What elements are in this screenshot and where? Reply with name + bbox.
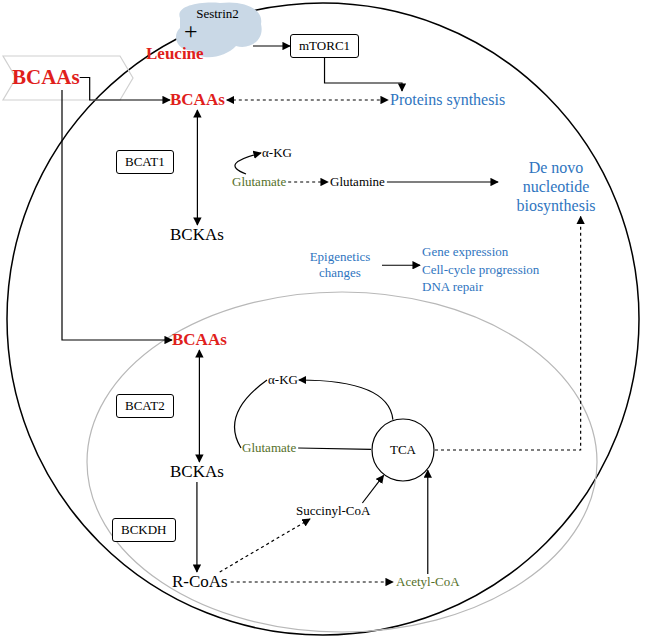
metabolite: α-KG <box>268 372 298 388</box>
metabolite: Acetyl-CoA <box>396 574 460 590</box>
process-label: Proteins synthesis <box>390 91 505 109</box>
node-text: α-KG <box>262 145 292 161</box>
enzyme-box: BCAT2 <box>116 394 174 418</box>
node-text: Glutamate <box>232 174 286 190</box>
node-text: BCAAs <box>12 65 80 90</box>
node-text: Cell-cycle progression <box>422 261 539 279</box>
node-text: Glutamine <box>330 174 385 190</box>
arrow <box>235 153 261 174</box>
metabolite: BCKAs <box>170 225 224 245</box>
mito-bcaas: BCAAs <box>172 330 227 350</box>
metabolite: R-CoAs <box>172 572 228 592</box>
tca-cycle: TCA <box>371 418 435 482</box>
enzyme-box: mTORC1 <box>290 34 359 58</box>
cytosol-bcaas: BCAAs <box>170 90 225 110</box>
node-text: Epigenetics changes <box>300 249 380 282</box>
node-text: BCKAs <box>170 462 224 482</box>
metabolite: α-KG <box>262 145 292 161</box>
node-text: TCA <box>390 442 416 458</box>
dashed-arrow <box>220 519 310 572</box>
binding-symbol: + <box>184 18 198 45</box>
arrow <box>235 380 267 448</box>
arrow <box>427 470 428 574</box>
arrow <box>62 90 172 340</box>
arrow <box>362 475 383 503</box>
arrow <box>253 45 290 46</box>
node-text: α-KG <box>268 372 298 388</box>
node-text: DNA repair <box>422 278 539 296</box>
metabolite: Glutamine <box>330 174 385 190</box>
mitochondrion-outline <box>87 292 597 632</box>
node-text: BCAT1 <box>125 154 165 170</box>
node-text: BCKAs <box>170 225 224 245</box>
node-text: BCAAs <box>170 90 225 110</box>
arrow <box>387 181 498 182</box>
arrow <box>298 448 371 449</box>
process-label: Epigenetics changes <box>300 249 380 282</box>
node-text: De novo nucleotide biosynthesis <box>500 158 612 216</box>
dashed-arrow <box>227 99 388 100</box>
arrow <box>196 482 197 572</box>
node-text: Glutamate <box>242 440 296 456</box>
enzyme-box: BCKDH <box>112 518 176 542</box>
metabolite: Succinyl-CoA <box>296 503 370 519</box>
arrow <box>382 265 420 266</box>
ligand-label: Leucine <box>146 44 204 64</box>
arrow <box>199 350 200 462</box>
process-label: De novo nucleotide biosynthesis <box>500 158 612 216</box>
arrow <box>299 380 393 420</box>
node-text: Proteins synthesis <box>390 91 505 109</box>
metabolite: Glutamate <box>232 174 286 190</box>
process-list: Gene expressionCell-cycle progressionDNA… <box>422 243 539 296</box>
cell-membrane <box>7 3 639 635</box>
node-text: Succinyl-CoA <box>296 503 370 519</box>
node-text: BCAAs <box>172 330 227 350</box>
node-text: Gene expression <box>422 243 539 261</box>
node-text: BCAT2 <box>125 398 165 414</box>
node-text: R-CoAs <box>172 572 228 592</box>
dashed-arrow <box>288 181 328 182</box>
metabolite: BCKAs <box>170 462 224 482</box>
import-chevron <box>3 56 133 100</box>
outer-bcaas: BCAAs <box>12 65 80 90</box>
node-text: BCKDH <box>121 522 167 538</box>
arrow <box>325 58 402 91</box>
node-text: mTORC1 <box>299 38 350 54</box>
arrow <box>80 78 170 101</box>
metabolite: Glutamate <box>242 440 296 456</box>
enzyme-box: BCAT1 <box>116 150 174 174</box>
arrow <box>197 110 198 225</box>
node-text: Acetyl-CoA <box>396 574 460 590</box>
dashed-arrow <box>231 581 393 582</box>
